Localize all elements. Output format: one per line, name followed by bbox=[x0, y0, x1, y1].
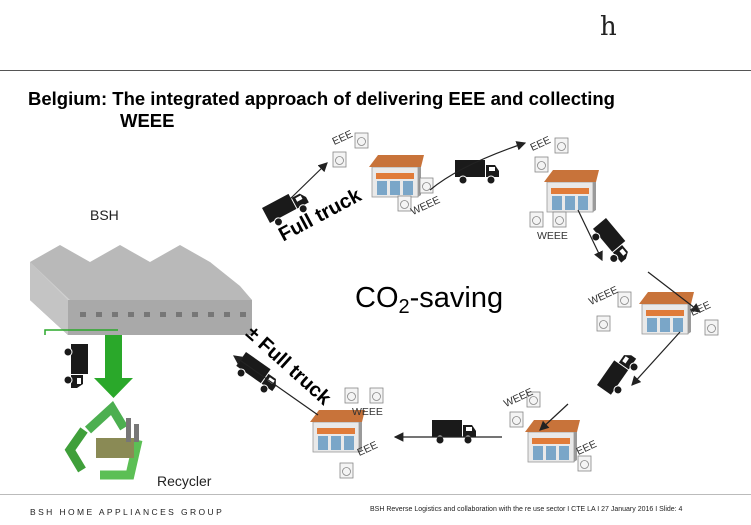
slide-title: Belgium: The integrated approach of deli… bbox=[28, 88, 708, 132]
flow-arrows bbox=[233, 141, 701, 442]
green-down-arrow bbox=[94, 335, 133, 398]
store-bottom-right bbox=[524, 419, 581, 463]
recycler-icon bbox=[64, 400, 143, 480]
bsh-label: BSH bbox=[90, 207, 119, 223]
bsh-factory bbox=[30, 245, 252, 335]
recycler-label: Recycler bbox=[157, 473, 212, 489]
title-line-1: Belgium: The integrated approach of deli… bbox=[28, 88, 615, 109]
footer-brand: BSH HOME APPLIANCES GROUP bbox=[30, 507, 225, 517]
store-right-upper bbox=[543, 169, 600, 213]
green-bracket bbox=[44, 329, 118, 335]
weee-label: WEEE bbox=[537, 230, 568, 242]
header-divider bbox=[0, 70, 751, 71]
store-right-lower bbox=[638, 291, 695, 335]
bsh-logo: h bbox=[600, 12, 617, 42]
co2-saving-label: CO2-saving bbox=[355, 282, 504, 318]
store-top-center bbox=[368, 154, 425, 198]
weee-label: WEEE bbox=[352, 406, 383, 418]
title-line-2: WEEE bbox=[120, 110, 175, 131]
footer-info: BSH Reverse Logistics and collaboration … bbox=[370, 506, 683, 513]
footer-divider bbox=[0, 494, 751, 495]
